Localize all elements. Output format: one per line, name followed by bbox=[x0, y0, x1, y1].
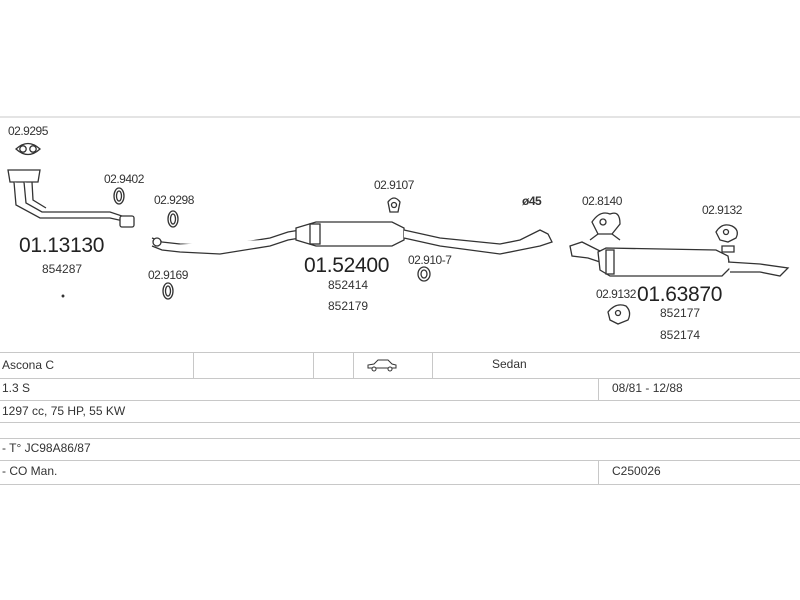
table-divider bbox=[432, 352, 433, 378]
part-label-0291007: 02.910-7 bbox=[408, 253, 452, 267]
vehicle-specs: 1297 cc, 75 HP, 55 KW bbox=[2, 404, 126, 418]
diameter-label: ø45 bbox=[522, 194, 542, 208]
table-border bbox=[0, 438, 800, 439]
front-pipe-ref: 854287 bbox=[42, 262, 83, 276]
clamp-icon bbox=[417, 266, 431, 282]
middle-silencer-ref1: 852414 bbox=[328, 278, 369, 292]
sedan-car-icon bbox=[367, 359, 397, 372]
table-divider bbox=[353, 352, 354, 378]
exhaust-diagram bbox=[0, 116, 800, 325]
part-label-029132-upper: 02.9132 bbox=[702, 203, 742, 217]
rear-silencer-ref1: 852177 bbox=[660, 306, 701, 320]
rear-silencer-code: 01.63870 bbox=[637, 283, 723, 306]
rubber-hanger-icon bbox=[387, 197, 401, 213]
middle-silencer bbox=[151, 221, 553, 255]
rubber-hanger-icon bbox=[607, 304, 631, 325]
middle-silencer-ref2: 852179 bbox=[328, 299, 369, 313]
clamp-icon bbox=[167, 210, 179, 228]
vehicle-note-1: - T° JC98A86/87 bbox=[2, 441, 91, 455]
rear-silencer-ref2: 852174 bbox=[660, 328, 701, 342]
catalog-number: C250026 bbox=[612, 464, 661, 478]
vehicle-note-2: - CO Man. bbox=[2, 464, 58, 478]
front-pipe-code: 01.13130 bbox=[19, 234, 105, 257]
table-border bbox=[0, 352, 800, 353]
part-label-029298: 02.9298 bbox=[154, 193, 194, 207]
vehicle-model: Ascona C bbox=[2, 358, 55, 372]
table-divider bbox=[313, 352, 314, 378]
rubber-hanger-icon bbox=[589, 212, 621, 241]
vehicle-body: Sedan bbox=[492, 357, 527, 371]
rubber-hanger-icon bbox=[715, 224, 738, 253]
table-border bbox=[0, 422, 800, 423]
part-label-029295: 02.9295 bbox=[8, 124, 48, 138]
table-border bbox=[0, 378, 800, 379]
clamp-icon bbox=[113, 187, 125, 205]
table-divider bbox=[598, 378, 599, 400]
part-label-028140: 02.8140 bbox=[582, 194, 622, 208]
clamp-icon bbox=[61, 282, 174, 300]
part-label-029107: 02.9107 bbox=[374, 178, 414, 192]
part-label-029402: 02.9402 bbox=[104, 172, 144, 186]
table-border bbox=[0, 460, 800, 461]
part-label-029132-lower: 02.9132 bbox=[596, 287, 636, 301]
rear-silencer bbox=[569, 241, 790, 277]
table-divider bbox=[598, 460, 599, 484]
front-pipe bbox=[7, 169, 135, 228]
table-divider bbox=[193, 352, 194, 378]
middle-silencer-code: 01.52400 bbox=[304, 254, 390, 277]
flange-gasket-icon bbox=[15, 142, 41, 156]
table-border bbox=[0, 400, 800, 401]
part-label-029169: 02.9169 bbox=[148, 268, 188, 282]
vehicle-years: 08/81 - 12/88 bbox=[612, 381, 683, 395]
vehicle-engine: 1.3 S bbox=[2, 381, 31, 395]
table-border bbox=[0, 484, 800, 485]
